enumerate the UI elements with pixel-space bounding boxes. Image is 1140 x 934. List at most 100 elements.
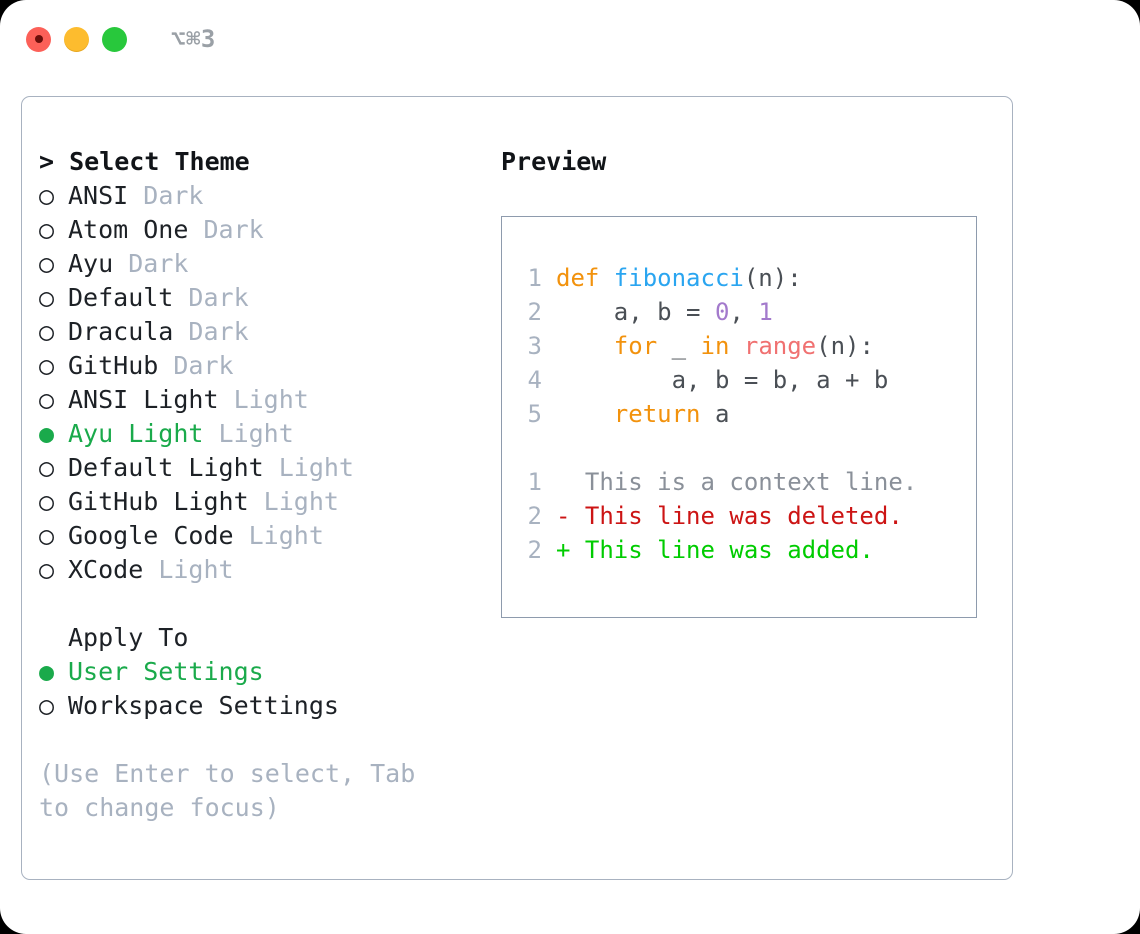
theme-option-variant-tag: Dark: [203, 215, 264, 244]
theme-option-ansi[interactable]: ○ ANSI Dark: [39, 179, 484, 213]
theme-option-variant-tag: Light: [158, 555, 234, 584]
code-token-pl: [729, 332, 743, 360]
diff-line-content: + This line was added.: [556, 536, 874, 564]
diff-line-number: 1: [527, 468, 542, 496]
theme-option-github-light[interactable]: ○GitHub Light Light: [39, 485, 484, 519]
radio-selected-icon: ●: [39, 657, 55, 686]
theme-option-dracula[interactable]: ○Dracula Dark: [39, 315, 484, 349]
radio-unselected-icon: ○: [39, 453, 55, 482]
code-line: 4 a, b = b, a + b: [502, 363, 976, 397]
radio-unselected-icon: ○: [39, 385, 55, 414]
theme-option-variant-tag: Light: [263, 487, 339, 516]
code-line-number: 3: [527, 332, 542, 360]
theme-option-label: Dracula: [68, 317, 189, 346]
theme-option-label: ANSI Light: [68, 385, 234, 414]
apply-to-header: Apply To: [68, 623, 189, 652]
radio-unselected-icon: ○: [39, 521, 55, 550]
code-token-kw: in: [700, 332, 730, 360]
theme-option-default-light[interactable]: ○ Default Light Light: [39, 451, 484, 485]
code-token-num: 1: [758, 298, 773, 326]
code-token-fn: fibonacci: [613, 264, 744, 292]
code-token-pl: a, b = b, a + b: [556, 366, 889, 394]
theme-option-label: Default: [68, 283, 189, 312]
code-token-pl: [556, 400, 614, 428]
code-line-number: 1: [527, 264, 542, 292]
theme-option-variant-tag: Light: [248, 521, 324, 550]
theme-list: ○ANSI Dark○Atom One Dark○Ayu Dark○Defaul…: [39, 179, 484, 587]
radio-unselected-icon: ○: [39, 317, 55, 346]
window-controls: [26, 26, 127, 52]
theme-option-variant-tag: Dark: [143, 181, 204, 210]
theme-option-label: Google Code: [68, 521, 249, 550]
theme-option-atom-one[interactable]: ○Atom One Dark: [39, 213, 484, 247]
code-line-number: 4: [527, 366, 542, 394]
diff-line-content: This is a context line.: [556, 468, 918, 496]
code-token-bi: range: [743, 332, 817, 360]
apply-to-option-label: User Settings: [68, 657, 264, 686]
theme-option-label: Ayu: [68, 249, 129, 278]
code-token-pl: _: [657, 332, 701, 360]
code-line: 2 a, b = 0, 1: [502, 295, 976, 329]
theme-option-label: XCode: [68, 555, 159, 584]
theme-option-variant-tag: Light: [218, 419, 294, 448]
diff-line-del: 2- This line was deleted.: [502, 499, 976, 533]
code-token-kw: return: [613, 400, 701, 428]
theme-option-label: GitHub: [68, 351, 174, 380]
theme-option-ayu[interactable]: ○ Ayu Dark: [39, 247, 484, 281]
theme-option-variant-tag: Dark: [128, 249, 189, 278]
title-bar: ⌥⌘3: [0, 0, 1140, 78]
code-line-content: def fibonacci(n):: [556, 261, 802, 295]
theme-option-default[interactable]: ○ Default Dark: [39, 281, 484, 315]
theme-option-variant-tag: Dark: [173, 351, 234, 380]
code-token-pl: a: [700, 400, 730, 428]
diff-line-number: 2: [527, 536, 542, 564]
radio-unselected-icon: ○: [39, 215, 55, 244]
close-button-icon[interactable]: [26, 26, 51, 52]
apply-to-option-label: Workspace Settings: [68, 691, 339, 720]
radio-unselected-icon: ○: [39, 555, 55, 584]
content-panel: > Select Theme ○ANSI Dark○Atom One Dark○…: [21, 96, 1013, 880]
apply-to-list: ● User Settings ○Workspace Settings: [39, 655, 484, 723]
theme-option-label: ANSI: [68, 181, 144, 210]
theme-option-google-code[interactable]: ○ Google Code Light: [39, 519, 484, 553]
theme-option-ayu-light[interactable]: ● Ayu Light Light: [39, 417, 484, 451]
code-token-kw: for: [613, 332, 658, 360]
apply-to-option-user-settings[interactable]: ● User Settings: [39, 655, 484, 689]
theme-option-xcode[interactable]: ○ XCode Light: [39, 553, 484, 587]
radio-selected-icon: ●: [39, 419, 55, 448]
code-token-kw: def: [556, 264, 614, 292]
radio-unselected-icon: ○: [39, 351, 55, 380]
theme-option-variant-tag: Light: [278, 453, 354, 482]
keyboard-shortcut-label: ⌥⌘3: [171, 25, 216, 53]
code-line: 5 return a: [502, 397, 976, 431]
maximize-button-icon[interactable]: [102, 26, 127, 52]
code-token-pl: a, b =: [556, 298, 715, 326]
minimize-button-icon[interactable]: [64, 26, 89, 52]
keyboard-hint-text: (Use Enter to select, Tab to change focu…: [39, 759, 416, 822]
theme-option-github[interactable]: ○ GitHub Dark: [39, 349, 484, 383]
diff-sample: 1 This is a context line.2- This line wa…: [502, 465, 976, 567]
theme-option-variant-tag: Dark: [188, 283, 249, 312]
radio-unselected-icon: ○: [39, 249, 55, 278]
code-token-num: 0: [714, 298, 730, 326]
radio-unselected-icon: ○: [39, 181, 55, 210]
code-token-pl: ,: [729, 298, 759, 326]
radio-unselected-icon: ○: [39, 283, 55, 312]
code-token-pl: (n):: [743, 264, 802, 292]
diff-line-add: 2 + This line was added.: [502, 533, 976, 567]
code-token-pl: [556, 332, 614, 360]
theme-option-variant-tag: Light: [233, 385, 309, 414]
theme-option-ansi-light[interactable]: ○ ANSI Light Light: [39, 383, 484, 417]
code-line-content: for _ in range(n):: [556, 329, 874, 363]
code-token-pl: (n):: [816, 332, 874, 360]
diff-line-content: - This line was deleted.: [556, 502, 903, 530]
preview-header: Preview: [501, 147, 607, 176]
theme-option-label: Ayu Light: [68, 419, 219, 448]
code-line-content: return a: [556, 397, 730, 431]
radio-unselected-icon: ○: [39, 487, 55, 516]
theme-option-label: Default Light: [68, 453, 279, 482]
list-spacer: [39, 587, 484, 621]
apply-to-option-workspace-settings[interactable]: ○Workspace Settings: [39, 689, 484, 723]
